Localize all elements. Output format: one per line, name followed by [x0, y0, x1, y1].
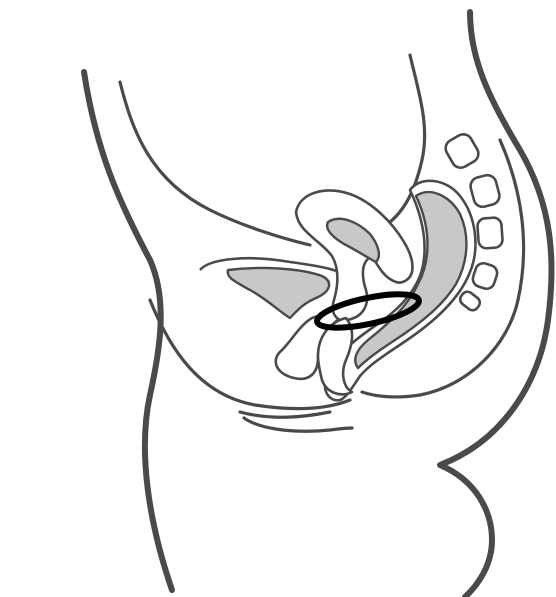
vertebra-2	[469, 173, 502, 209]
vertebra-4	[471, 261, 499, 291]
abdominal-wall-line	[120, 82, 310, 245]
vertebra-5	[458, 289, 482, 312]
front-body-contour	[84, 72, 172, 590]
vulva-fold-upper	[240, 412, 330, 417]
bladder-lumen	[228, 268, 329, 318]
back-body-contour	[440, 12, 552, 597]
vertebra-1	[442, 131, 481, 171]
vulva-fold-lower	[244, 418, 352, 431]
vertebra-3	[477, 217, 503, 249]
